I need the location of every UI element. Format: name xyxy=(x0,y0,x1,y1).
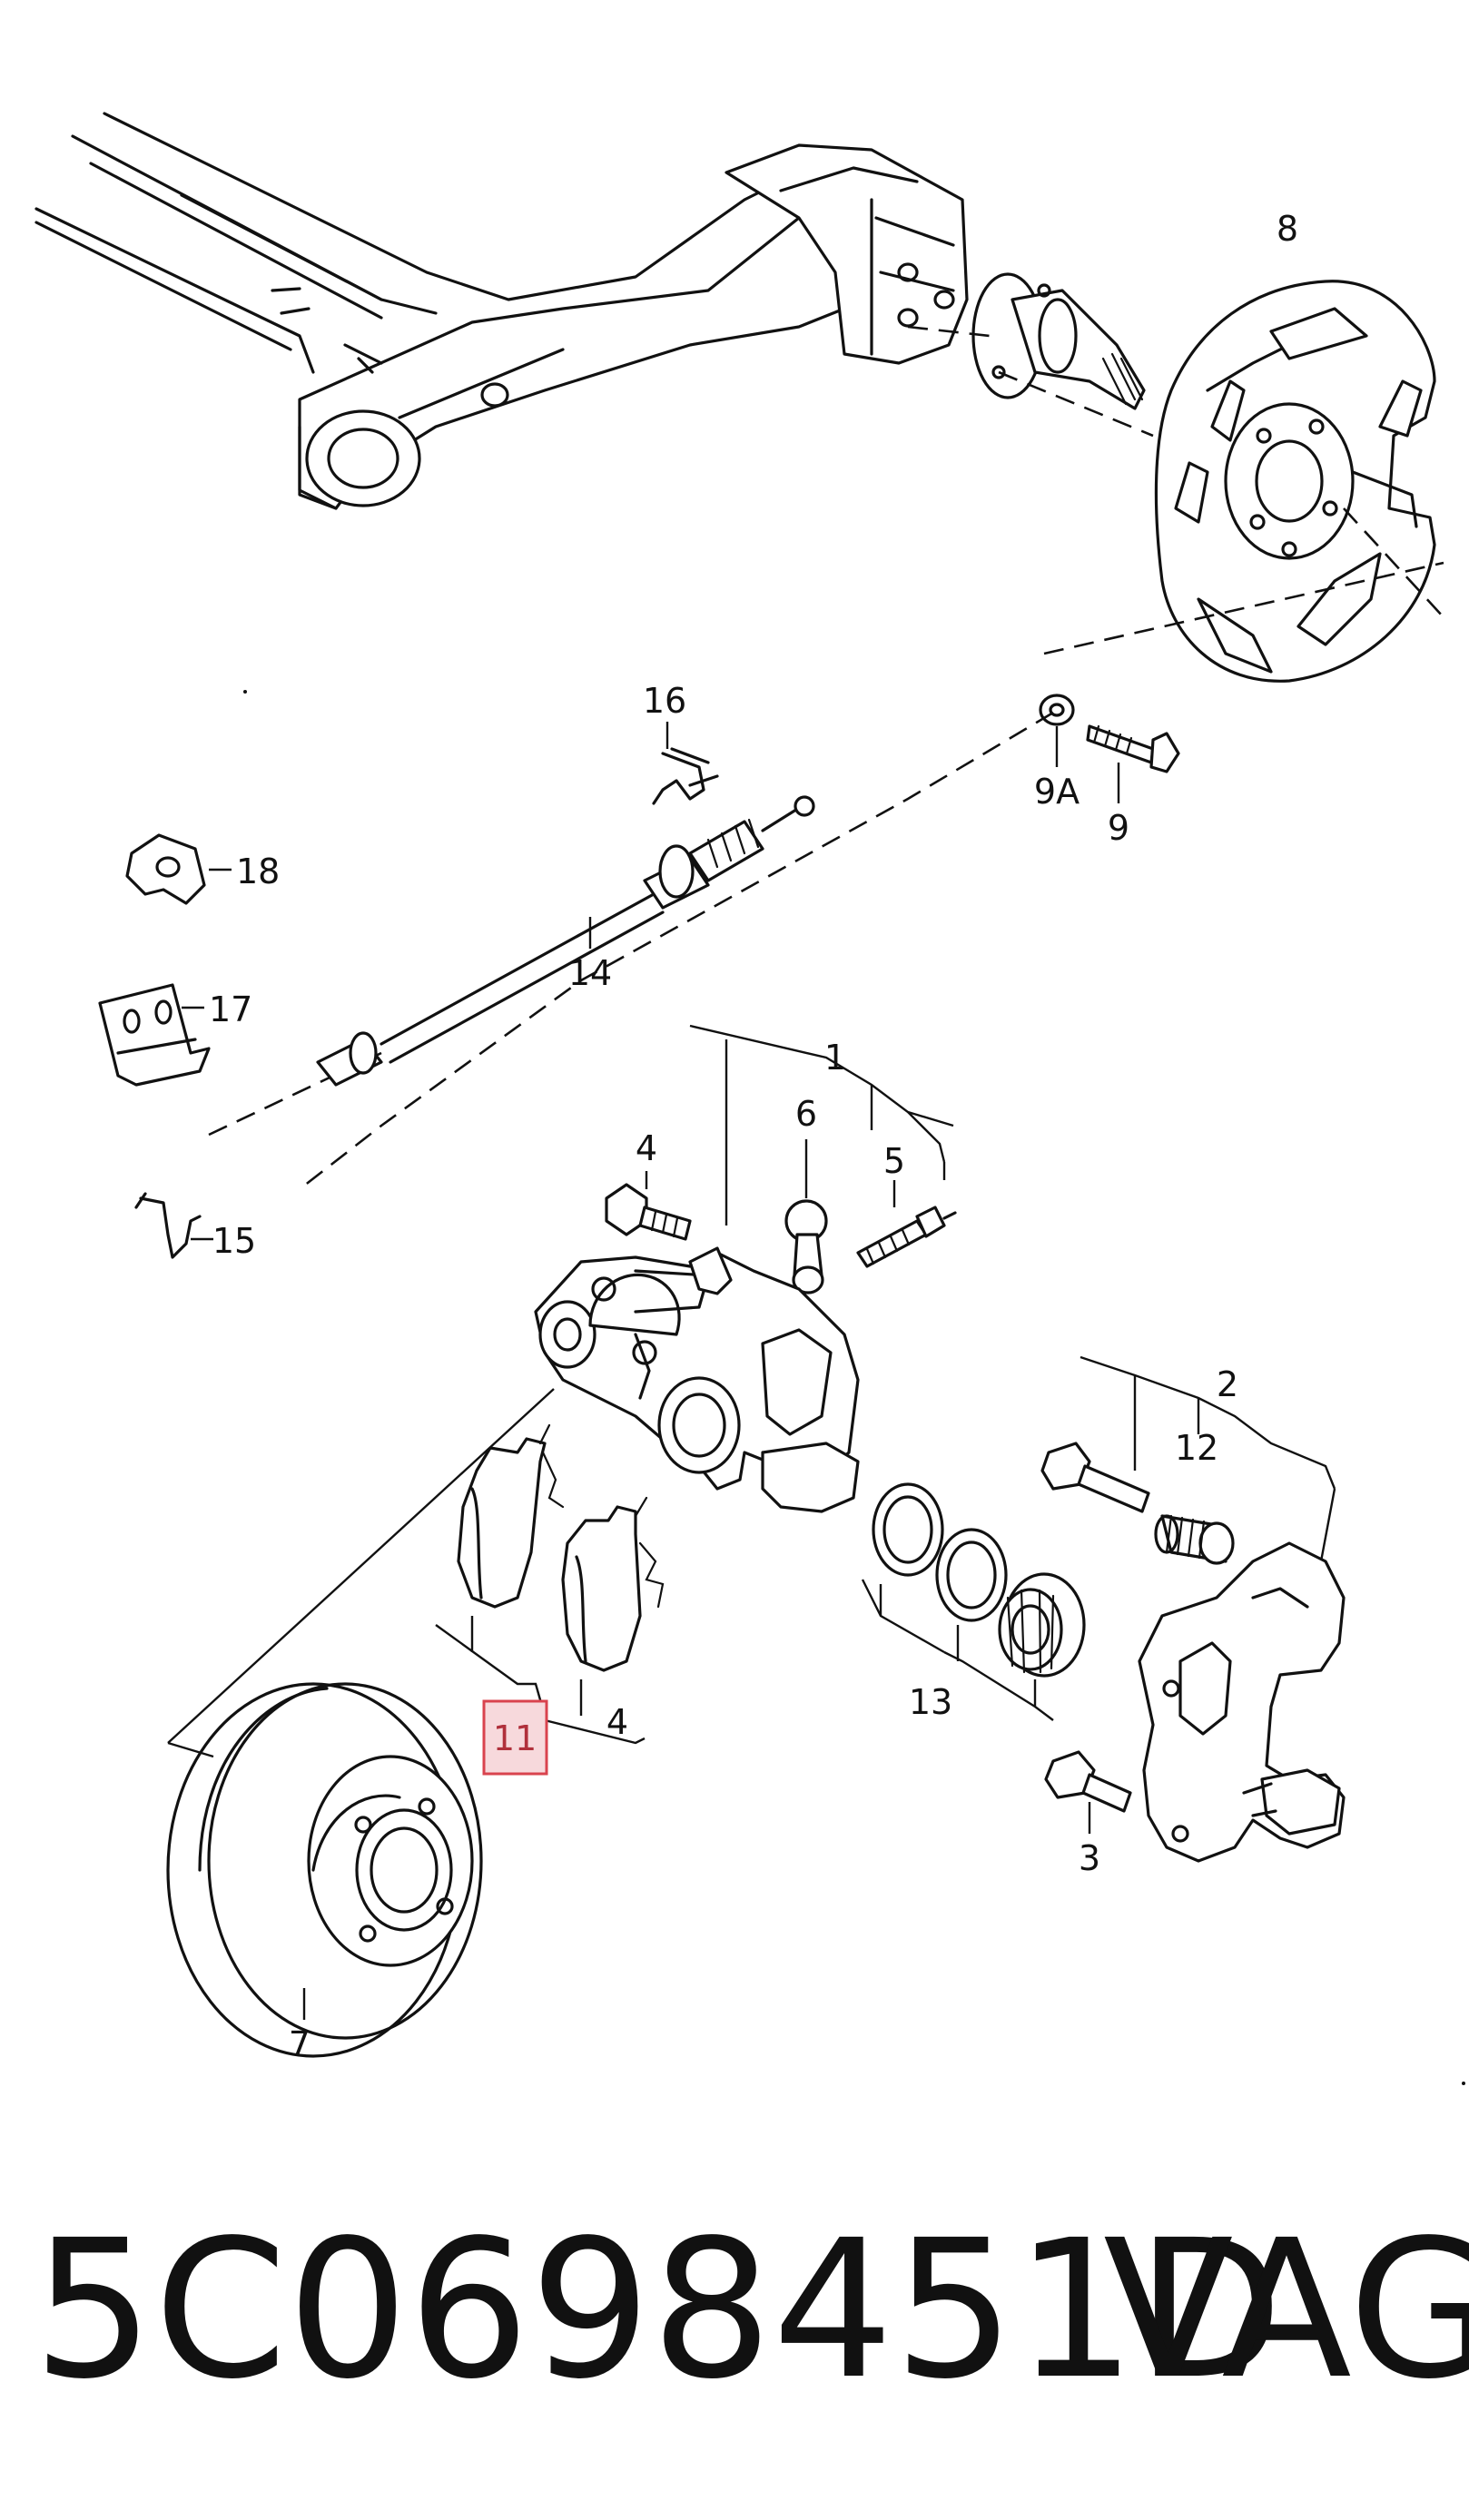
brake-carrier xyxy=(1138,1541,1346,1863)
callout-8: 8 xyxy=(1277,209,1298,249)
callout-6: 6 xyxy=(795,1094,817,1134)
callout-17: 17 xyxy=(209,989,252,1029)
guide-pin-boot-12 xyxy=(1154,1514,1235,1565)
callout-18: 18 xyxy=(236,851,280,891)
bolt-4-upper xyxy=(605,1183,692,1241)
spring-clip-15 xyxy=(134,1192,202,1259)
callout-3: 3 xyxy=(1079,1838,1100,1878)
callout-15: 15 xyxy=(212,1221,256,1261)
washer-9a xyxy=(1039,694,1075,726)
callout-4-upper: 4 xyxy=(636,1128,657,1168)
brand-name: VAG xyxy=(1103,2199,1469,2421)
bolt-3 xyxy=(1044,1750,1132,1813)
brake-caliper xyxy=(534,1246,860,1513)
callout-5: 5 xyxy=(883,1141,905,1181)
callout-14: 14 xyxy=(568,953,612,993)
callout-11: 11 xyxy=(493,1718,537,1758)
exploded-view-drawing: 1 2 3 4 4 5 6 7 8 9 9A 11 12 13 14 15 16… xyxy=(35,112,1465,2085)
backing-plate xyxy=(1154,280,1436,683)
clip-16 xyxy=(652,747,719,805)
guide-bolt-upper xyxy=(1040,1442,1150,1513)
piston-seal-ring xyxy=(872,1482,944,1577)
part-number: 5C0698451D xyxy=(33,2199,1284,2421)
callout-4-lower: 4 xyxy=(606,1702,628,1742)
callout-9a: 9A xyxy=(1034,772,1080,812)
callout-11-highlight xyxy=(482,1699,548,1776)
callout-12: 12 xyxy=(1175,1428,1218,1468)
callout-16: 16 xyxy=(643,681,686,721)
stub-axle xyxy=(971,272,1146,410)
callout-2: 2 xyxy=(1217,1364,1238,1404)
rear-axle-beam xyxy=(35,112,969,510)
piston-boot xyxy=(998,1572,1086,1678)
clamp-18 xyxy=(125,833,206,905)
brake-pad-inner xyxy=(561,1496,665,1672)
dust-boot-ring xyxy=(935,1528,1008,1622)
handbrake-cable xyxy=(208,795,815,1137)
callout-1: 1 xyxy=(824,1038,846,1078)
parts-diagram: 1 2 3 4 4 5 6 7 8 9 9A 11 12 13 14 15 16… xyxy=(35,112,1465,2085)
bracket-17 xyxy=(98,983,211,1087)
callout-13: 13 xyxy=(909,1682,952,1722)
callout-7: 7 xyxy=(289,2024,311,2064)
part-footer: 5C0698451D VAG xyxy=(0,2161,1469,2460)
bleed-cap-6 xyxy=(784,1199,828,1294)
bleeder-screw-5 xyxy=(856,1206,957,1268)
brake-disc xyxy=(166,1682,483,2058)
brake-pad-outer xyxy=(457,1423,565,1609)
callout-9: 9 xyxy=(1108,808,1129,848)
axle-bushing xyxy=(305,409,421,507)
bolt-9 xyxy=(1086,724,1180,773)
